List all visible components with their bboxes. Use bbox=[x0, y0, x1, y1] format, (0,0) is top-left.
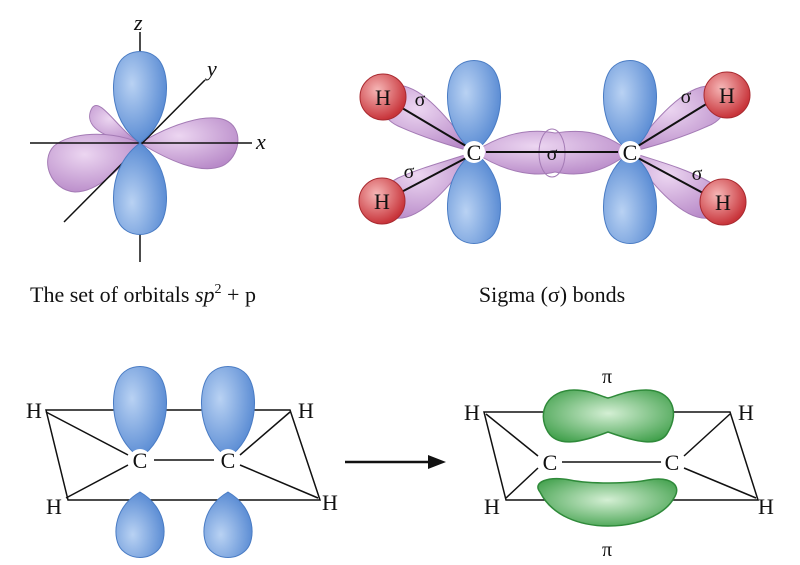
hydrogen-label-ll: H bbox=[374, 189, 390, 214]
bond-ch-ur bbox=[637, 97, 717, 147]
hydrogen-label-ll: H bbox=[484, 494, 500, 519]
hydrogen-label-ul: H bbox=[375, 85, 391, 110]
carbon-right-bg bbox=[217, 449, 239, 471]
sigma-label-ll: σ bbox=[404, 161, 415, 183]
carbon-2-label: C bbox=[623, 140, 638, 165]
hydrogen-label-lr: H bbox=[715, 190, 731, 215]
carbon-left-bg bbox=[539, 451, 561, 473]
hydrogen-sphere-lr bbox=[699, 178, 747, 226]
carbon-right-label: C bbox=[221, 448, 236, 473]
bond-c-h-ur bbox=[239, 411, 291, 456]
hydrogen-label-ll: H bbox=[46, 494, 62, 519]
right-arrow-icon bbox=[345, 455, 446, 469]
hydrogen-sphere-ul bbox=[359, 73, 407, 121]
carbon-right-label: C bbox=[665, 450, 680, 475]
bond-c-h-lr bbox=[239, 464, 319, 499]
bond-c-h-ur bbox=[683, 413, 731, 457]
hydrogen-sphere-ur bbox=[703, 71, 751, 119]
sigma-label-lr: σ bbox=[692, 163, 703, 185]
carbon-right-bg bbox=[661, 451, 683, 473]
hydrogen-label-lr: H bbox=[758, 494, 774, 519]
panel-sigma: C C H H H H σ σ σ σ σ Sigma (σ) bonds bbox=[358, 60, 751, 307]
carbon-left-bg bbox=[129, 449, 151, 471]
sigma-label-cc: σ bbox=[547, 143, 558, 165]
panel-p-overlap: C C H H H H bbox=[26, 366, 338, 558]
p-lobe-right-up bbox=[200, 366, 256, 459]
hydrogen-label-ur: H bbox=[738, 400, 754, 425]
bond-c-h-lr bbox=[683, 467, 757, 499]
pi-label-lower: π bbox=[602, 539, 612, 561]
carbon-2-bg bbox=[619, 141, 641, 163]
axis-y-label: y bbox=[205, 56, 217, 81]
bond-h-c-ul bbox=[45, 411, 129, 456]
sigma-label-ur: σ bbox=[681, 86, 692, 108]
carbon-1-bg bbox=[463, 141, 485, 163]
hydrogen-label-ur: H bbox=[298, 398, 314, 423]
hydrogen-label-ur: H bbox=[719, 83, 735, 108]
panel-orbitals: z y x The set of orbitals sp2 + p bbox=[30, 10, 266, 307]
caption-orbitals: The set of orbitals sp2 + p bbox=[30, 282, 256, 307]
p-lobe-right-down bbox=[203, 491, 253, 558]
hydrogen-label-ul: H bbox=[464, 400, 480, 425]
pi-lobe-upper bbox=[542, 389, 675, 443]
p-lobe-left-down bbox=[115, 491, 165, 558]
pi-label-upper: π bbox=[602, 366, 612, 388]
hydrogen-label-lr: H bbox=[322, 490, 338, 515]
bond-h-c-ll bbox=[65, 464, 129, 499]
bond-h-c-ul bbox=[485, 413, 539, 457]
axis-z-label: z bbox=[133, 10, 143, 35]
bond-ch-ul bbox=[391, 101, 467, 147]
caption-sigma: Sigma (σ) bonds bbox=[479, 282, 625, 307]
panel-pi: C C H H H H π π bbox=[464, 366, 774, 561]
hydrogen-label-ul: H bbox=[26, 398, 42, 423]
carbon-left-label: C bbox=[543, 450, 558, 475]
axis-x-label: x bbox=[255, 129, 266, 154]
sigma-label-ul: σ bbox=[415, 89, 426, 111]
carbon-1-label: C bbox=[467, 140, 482, 165]
pi-lobe-lower bbox=[537, 478, 678, 527]
carbon-left-label: C bbox=[133, 448, 148, 473]
bond-h-c-ll bbox=[505, 467, 539, 499]
hydrogen-sphere-ll bbox=[358, 177, 406, 225]
p-lobe-left-up bbox=[112, 366, 168, 459]
